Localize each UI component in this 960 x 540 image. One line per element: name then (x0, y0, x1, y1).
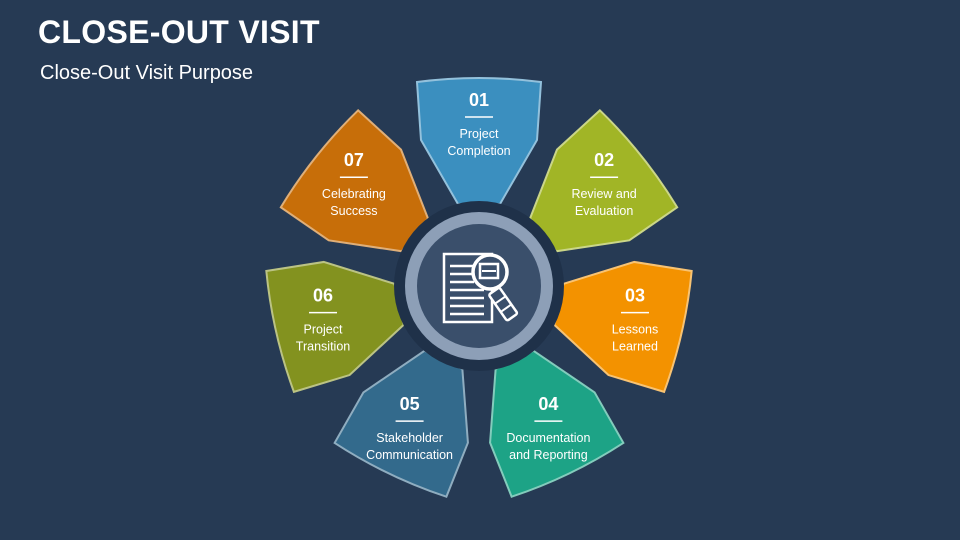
petal-label-line: Stakeholder (376, 431, 443, 445)
petal-label-line: Lessons (612, 323, 659, 337)
petal-shape (279, 108, 430, 253)
petal-shape (489, 349, 625, 498)
petal-label-line: Celebrating (322, 187, 386, 201)
document-search-icon (442, 252, 519, 324)
petal-label-line: Learned (612, 340, 658, 354)
petal-label-line: Project (304, 323, 343, 337)
petal-label-line: Project (460, 127, 499, 141)
page-subtitle: Close-Out Visit Purpose (40, 62, 254, 84)
petal-number: 01 (469, 90, 489, 110)
petal-shape (528, 108, 679, 253)
page-title: CLOSE-OUT VISIT (38, 14, 320, 50)
petal-number: 02 (594, 150, 614, 170)
petal-shape (333, 349, 469, 498)
petal-label-line: Success (330, 204, 377, 218)
petal-label-line: and Reporting (509, 448, 588, 462)
petal-number: 07 (344, 150, 364, 170)
petal-shape (265, 260, 405, 394)
petal-label-line: Evaluation (575, 204, 633, 218)
petal-label-line: Transition (296, 340, 350, 354)
petal-number: 03 (625, 286, 645, 306)
petal-shape (553, 260, 693, 394)
petal-label-line: Completion (447, 144, 510, 158)
petal-number: 05 (400, 394, 420, 414)
petal-number: 06 (313, 286, 333, 306)
petal-label-line: Documentation (506, 431, 590, 445)
petal-number: 04 (538, 394, 558, 414)
petal-label-line: Review and (571, 187, 636, 201)
petal-label-line: Communication (366, 448, 453, 462)
petal-shape (415, 77, 543, 205)
